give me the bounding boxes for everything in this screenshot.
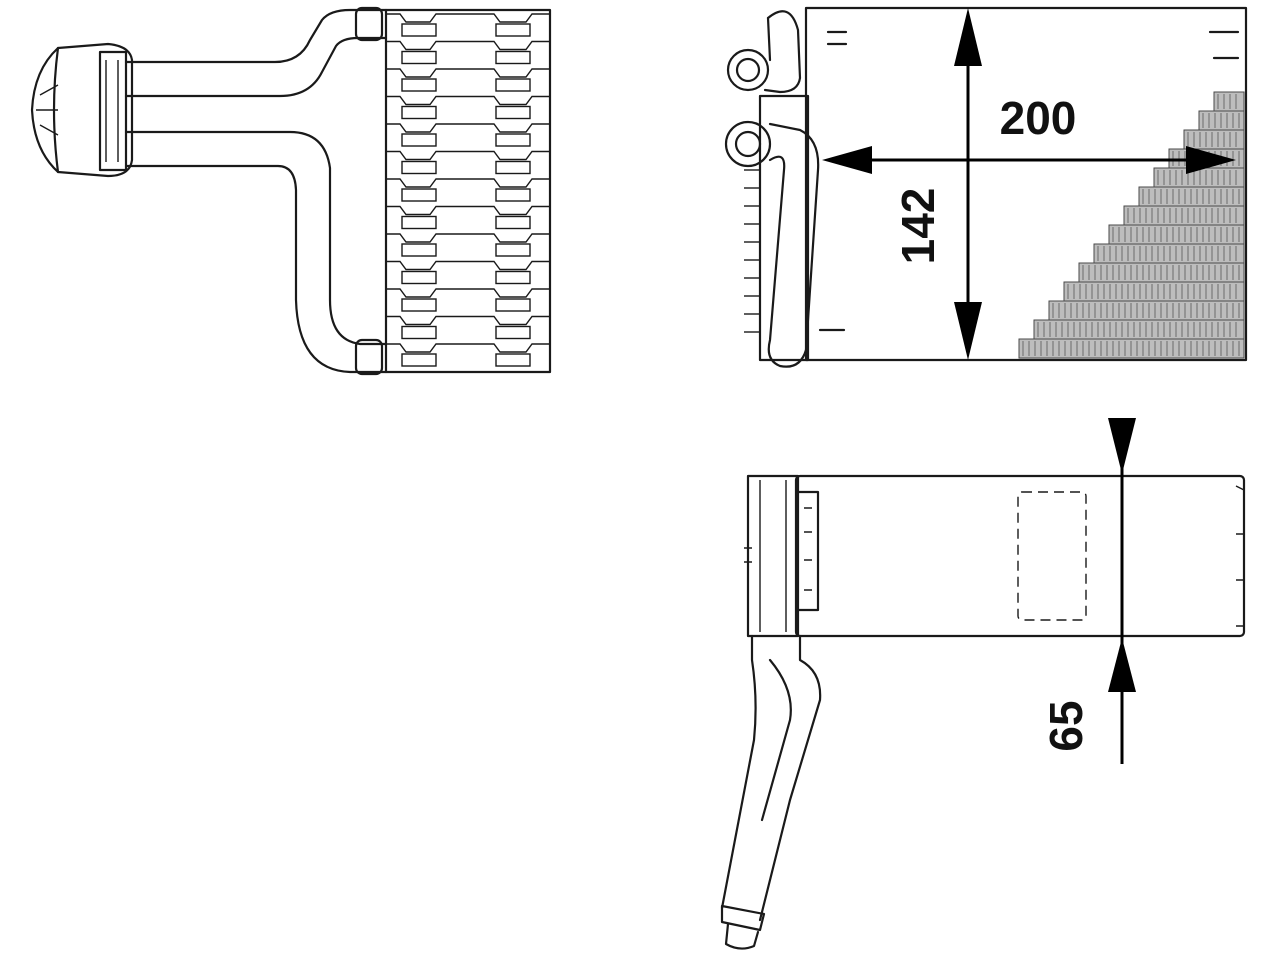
- fin-row: [386, 95, 550, 106]
- fin-step: [1033, 319, 1245, 340]
- upper-pipe: [124, 6, 388, 98]
- fin-row: [386, 288, 550, 298]
- expansion-valve: [30, 42, 134, 178]
- fin-cell: [495, 23, 531, 37]
- fin-step: [1093, 243, 1245, 264]
- fin-cell: [401, 50, 437, 65]
- fin-row: [386, 13, 550, 23]
- side-view: [30, 6, 552, 376]
- fin-cell: [401, 23, 437, 37]
- fin-cell: [495, 353, 531, 367]
- fin-cell: [495, 325, 531, 340]
- fin-cell: [401, 243, 437, 257]
- fin-cell: [495, 105, 531, 120]
- fin-row: [386, 150, 550, 161]
- fin-cell: [495, 215, 531, 230]
- fin-step: [1123, 205, 1245, 226]
- fin-step: [1153, 167, 1245, 188]
- fin-cutaway: [1018, 91, 1245, 359]
- fin-row: [386, 260, 550, 271]
- fin-cell: [401, 215, 437, 230]
- dimension-65: 65: [1040, 418, 1136, 764]
- fin-cell: [401, 325, 437, 340]
- fin-step: [1198, 110, 1245, 131]
- tank-tabs: [744, 169, 760, 333]
- fin-cell: [401, 105, 437, 120]
- fin-cell: [401, 353, 437, 367]
- fin-step: [1063, 281, 1245, 302]
- dimension-142: 142: [892, 8, 982, 360]
- fin-cell: [495, 270, 531, 285]
- fin-cell: [495, 298, 531, 312]
- fin-row: [386, 123, 550, 133]
- connection-ports: [724, 10, 820, 368]
- header-tank-top: [746, 474, 800, 638]
- core-side: [384, 8, 552, 374]
- outlet-pipe: [720, 634, 822, 950]
- fin-cell: [401, 188, 437, 202]
- fin-rows: [386, 13, 550, 367]
- front-view: 200 142: [724, 6, 1248, 368]
- fin-row: [386, 178, 550, 188]
- core-top-outline: [794, 474, 1246, 638]
- fin-step: [1078, 262, 1245, 283]
- fin-cell: [495, 50, 531, 65]
- dimension-200: 200: [822, 92, 1236, 174]
- top-view: 65: [720, 418, 1246, 950]
- fin-step: [1108, 224, 1245, 245]
- label-plate-outline: [1017, 491, 1087, 621]
- fin-row: [386, 40, 550, 51]
- fin-row: [386, 233, 550, 243]
- core-front-outline: [804, 6, 1248, 362]
- fin-cell: [401, 298, 437, 312]
- fin-cell: [495, 133, 531, 147]
- height-dimension-label: 142: [892, 188, 944, 265]
- top-ticks: [818, 30, 1240, 332]
- width-dimension-label: 200: [1000, 92, 1077, 144]
- fin-row: [386, 68, 550, 78]
- fin-cell: [401, 133, 437, 147]
- fin-step: [1018, 338, 1245, 359]
- fin-cell: [401, 270, 437, 285]
- fin-step: [1213, 91, 1245, 112]
- fin-step: [1183, 129, 1245, 150]
- fin-cell: [495, 78, 531, 92]
- fin-cell: [495, 188, 531, 202]
- fin-row: [386, 343, 550, 353]
- fin-row: [386, 315, 550, 326]
- fin-cell: [401, 78, 437, 92]
- depth-dimension-label: 65: [1040, 700, 1092, 751]
- fin-row: [386, 205, 550, 216]
- fin-cell: [495, 160, 531, 175]
- left-tank: [758, 94, 810, 362]
- lower-pipe: [124, 130, 388, 376]
- fin-cell: [401, 160, 437, 175]
- fin-cell: [495, 243, 531, 257]
